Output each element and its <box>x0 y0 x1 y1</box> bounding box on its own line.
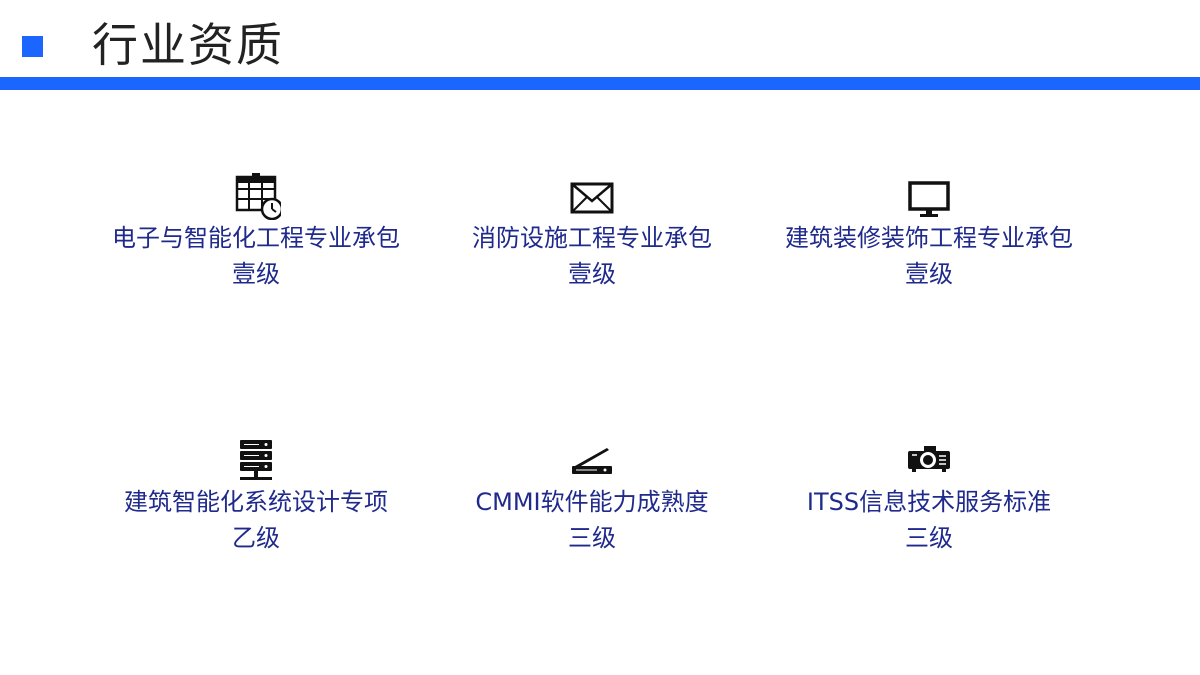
certificate-item-decoration: 建筑装修装饰工程专业承包 壹级 <box>759 172 1099 292</box>
calendar-clock-icon <box>226 172 286 220</box>
envelope-icon <box>562 172 622 220</box>
certificate-name: CMMI软件能力成熟度 <box>475 488 709 516</box>
certificate-name: 电子与智能化工程专业承包 <box>112 224 400 252</box>
certificate-item-intelligent-design: 建筑智能化系统设计专项 乙级 <box>86 436 426 556</box>
monitor-icon <box>899 172 959 220</box>
certificate-item-cmmi: CMMI软件能力成熟度 三级 <box>422 436 762 556</box>
certificate-name: 建筑智能化系统设计专项 <box>124 488 388 516</box>
header-divider-bar <box>0 77 1200 90</box>
certificate-name: ITSS信息技术服务标准 <box>806 488 1052 516</box>
certificate-item-fire-protection: 消防设施工程专业承包 壹级 <box>422 172 762 292</box>
certificate-level: 三级 <box>905 524 953 552</box>
scanner-icon <box>562 436 622 484</box>
certificate-item-itss: ITSS信息技术服务标准 三级 <box>759 436 1099 556</box>
certificate-level: 乙级 <box>232 524 280 552</box>
certificate-level: 三级 <box>568 524 616 552</box>
server-icon <box>226 436 286 484</box>
title-bullet-square <box>22 36 43 57</box>
projector-icon <box>899 436 959 484</box>
certificate-level: 壹级 <box>568 260 616 288</box>
certificate-name: 建筑装修装饰工程专业承包 <box>785 224 1073 252</box>
certificate-item-electronics: 电子与智能化工程专业承包 壹级 <box>86 172 426 292</box>
certificate-level: 壹级 <box>232 260 280 288</box>
certificate-name: 消防设施工程专业承包 <box>472 224 712 252</box>
certificate-level: 壹级 <box>905 260 953 288</box>
page-title: 行业资质 <box>92 18 284 72</box>
